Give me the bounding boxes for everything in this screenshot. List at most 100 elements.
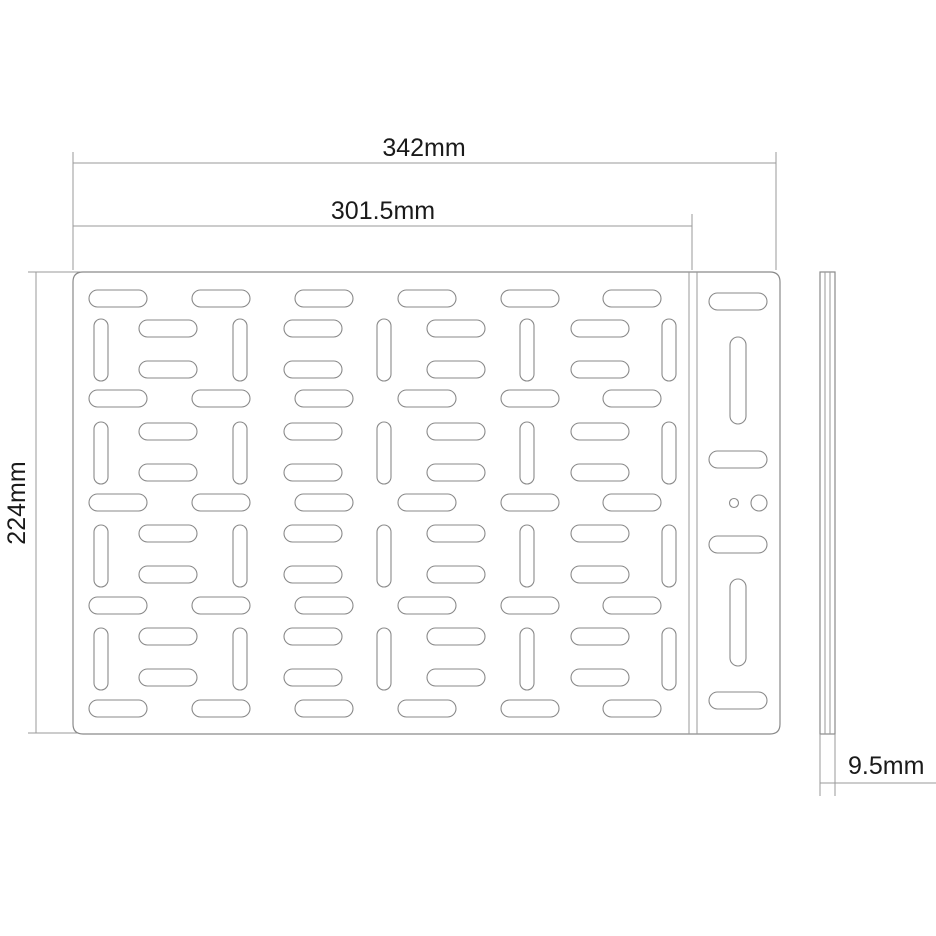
- short-slot: [426, 565, 486, 584]
- slot-pattern: [88, 289, 677, 718]
- overall-width-dimension: 342mm: [72, 134, 777, 270]
- horizontal-slot: [500, 493, 560, 512]
- horizontal-slot: [397, 289, 457, 308]
- vertical-slot: [93, 524, 109, 588]
- short-slot: [138, 360, 198, 379]
- vertical-slot: [376, 421, 392, 485]
- short-slot: [426, 422, 486, 441]
- horizontal-slot: [602, 493, 662, 512]
- short-slot: [138, 668, 198, 687]
- short-slot: [570, 360, 630, 379]
- vertical-slot: [93, 421, 109, 485]
- height-label: 224mm: [3, 461, 31, 544]
- horizontal-slot: [191, 493, 251, 512]
- side-flange: [708, 292, 768, 710]
- flange-slot-top: [708, 292, 768, 311]
- flange-slot-middle-upper: [708, 450, 768, 469]
- short-slot: [426, 360, 486, 379]
- short-slot: [426, 524, 486, 543]
- short-slot: [283, 565, 343, 584]
- short-slot: [283, 524, 343, 543]
- vertical-slot: [661, 318, 677, 382]
- horizontal-slot: [500, 699, 560, 718]
- flange-slot-vertical-lower: [729, 578, 747, 667]
- short-slot: [570, 565, 630, 584]
- short-slot: [138, 319, 198, 338]
- vertical-slot: [232, 318, 248, 382]
- horizontal-slot: [88, 596, 148, 615]
- plate-width-label: 301.5mm: [331, 197, 435, 225]
- horizontal-slot: [397, 493, 457, 512]
- side-view-profile: [819, 271, 836, 735]
- horizontal-slot: [294, 699, 354, 718]
- flange-hole-large: [750, 494, 768, 512]
- vertical-slot: [519, 318, 535, 382]
- horizontal-slot: [500, 389, 560, 408]
- short-slot: [138, 627, 198, 646]
- short-slot: [283, 627, 343, 646]
- short-slot: [138, 463, 198, 482]
- short-slot: [426, 463, 486, 482]
- horizontal-slot: [602, 389, 662, 408]
- short-slot: [426, 668, 486, 687]
- short-slot: [570, 627, 630, 646]
- horizontal-slot: [602, 596, 662, 615]
- vertical-slot: [661, 627, 677, 691]
- horizontal-slot: [397, 389, 457, 408]
- horizontal-slot: [191, 699, 251, 718]
- short-slot: [570, 422, 630, 441]
- horizontal-slot: [294, 596, 354, 615]
- side-view: [819, 271, 836, 735]
- horizontal-slot: [88, 389, 148, 408]
- short-slot: [570, 463, 630, 482]
- vertical-slot: [376, 524, 392, 588]
- flange-slot-vertical-upper: [729, 336, 747, 425]
- plate-width-dimension: 301.5mm: [73, 197, 693, 270]
- horizontal-slot: [191, 289, 251, 308]
- horizontal-slot: [88, 699, 148, 718]
- horizontal-slot: [602, 699, 662, 718]
- short-slot: [426, 627, 486, 646]
- vertical-slot: [232, 421, 248, 485]
- vertical-slot: [232, 524, 248, 588]
- vertical-slot: [519, 421, 535, 485]
- vertical-slot: [661, 524, 677, 588]
- short-slot: [138, 524, 198, 543]
- vertical-slot: [661, 421, 677, 485]
- flange-slot-middle-lower: [708, 535, 768, 554]
- vertical-slot: [376, 318, 392, 382]
- horizontal-slot: [191, 596, 251, 615]
- horizontal-slot: [602, 289, 662, 308]
- vertical-slot: [376, 627, 392, 691]
- short-slot: [426, 319, 486, 338]
- flange-hole-small: [728, 497, 740, 509]
- horizontal-slot: [294, 389, 354, 408]
- short-slot: [138, 565, 198, 584]
- thickness-label: 9.5mm: [848, 752, 924, 780]
- short-slot: [283, 422, 343, 441]
- flange-slot-bottom: [708, 691, 768, 710]
- horizontal-slot: [294, 289, 354, 308]
- horizontal-slot: [191, 389, 251, 408]
- horizontal-slot: [397, 596, 457, 615]
- horizontal-slot: [294, 493, 354, 512]
- horizontal-slot: [88, 289, 148, 308]
- height-dimension: 224mm: [3, 271, 80, 734]
- overall-width-label: 342mm: [382, 134, 465, 162]
- short-slot: [570, 524, 630, 543]
- short-slot: [283, 668, 343, 687]
- short-slot: [283, 463, 343, 482]
- vertical-slot: [519, 627, 535, 691]
- horizontal-slot: [397, 699, 457, 718]
- short-slot: [283, 319, 343, 338]
- vertical-slot: [93, 627, 109, 691]
- horizontal-slot: [500, 289, 560, 308]
- short-slot: [570, 319, 630, 338]
- horizontal-slot: [88, 493, 148, 512]
- vertical-slot: [519, 524, 535, 588]
- short-slot: [570, 668, 630, 687]
- short-slot: [138, 422, 198, 441]
- vertical-slot: [232, 627, 248, 691]
- horizontal-slot: [500, 596, 560, 615]
